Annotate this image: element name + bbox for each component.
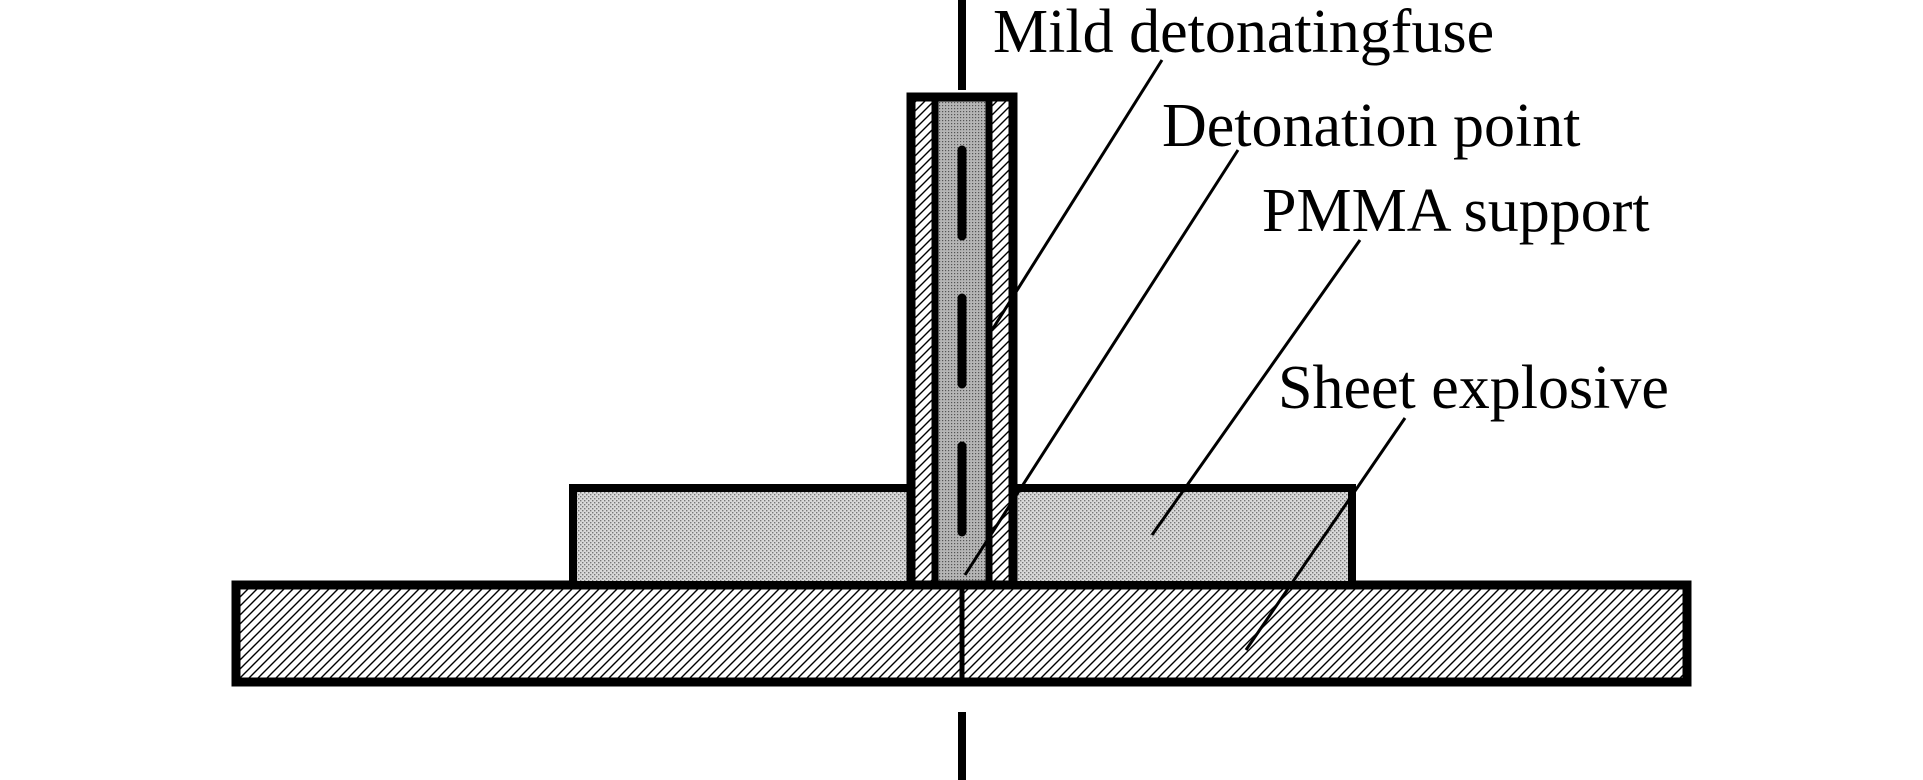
leader-support (1150, 239, 1362, 536)
pmma-support-left (569, 484, 915, 589)
label-pmma-support: PMMA support (1262, 177, 1650, 245)
label-mild-detonating-fuse: Mild detonatingfuse (993, 0, 1494, 66)
leader-fuse (990, 59, 1164, 331)
label-sheet-explosive: Sheet explosive (1278, 354, 1669, 422)
label-detonation-point: Detonation point (1162, 92, 1580, 160)
leader-detonation-point (963, 149, 1240, 576)
tube-outline (906, 92, 1018, 590)
pmma-support-right (1009, 484, 1356, 589)
leader-explosive (1244, 417, 1407, 651)
